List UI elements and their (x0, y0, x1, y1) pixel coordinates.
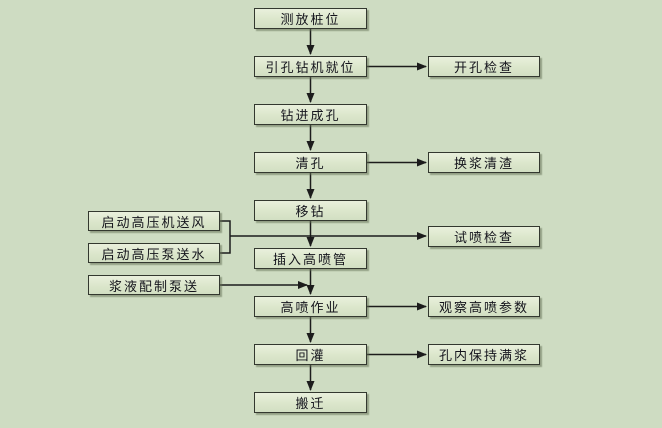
step-drill-to-form-hole: 钻进成孔 (254, 104, 367, 125)
side-check-arrows (367, 62, 427, 359)
check-keep-hole-full-of-grout: 孔内保持满浆 (428, 344, 540, 365)
check-trial-jet-inspection: 试喷检查 (428, 226, 540, 247)
input-start-high-pressure-air-supply: 启动高压机送风 (88, 211, 220, 231)
input-start-high-pressure-water-pump: 启动高压泵送水 (88, 243, 220, 263)
step-backfill-grouting: 回灌 (254, 344, 367, 365)
check-open-hole-inspection: 开孔检查 (428, 56, 540, 77)
step-relocation: 搬迁 (254, 392, 367, 413)
step-pilot-drill-rig-in-place: 引孔钻机就位 (254, 56, 367, 77)
step-jet-grouting-operation: 高喷作业 (254, 296, 367, 317)
step-move-drill: 移钻 (254, 200, 367, 221)
step-hole-cleaning: 清孔 (254, 152, 367, 173)
input-bracket-connector (220, 220, 427, 254)
check-observe-jet-parameters: 观察高喷参数 (428, 296, 540, 317)
step-survey-pile-position: 测放桩位 (254, 8, 367, 29)
step-insert-jet-pipe: 插入高喷管 (254, 248, 367, 269)
check-slurry-change-cleaning: 换浆清渣 (428, 152, 540, 173)
input-slurry-preparation-pumping: 浆液配制泵送 (88, 275, 220, 295)
